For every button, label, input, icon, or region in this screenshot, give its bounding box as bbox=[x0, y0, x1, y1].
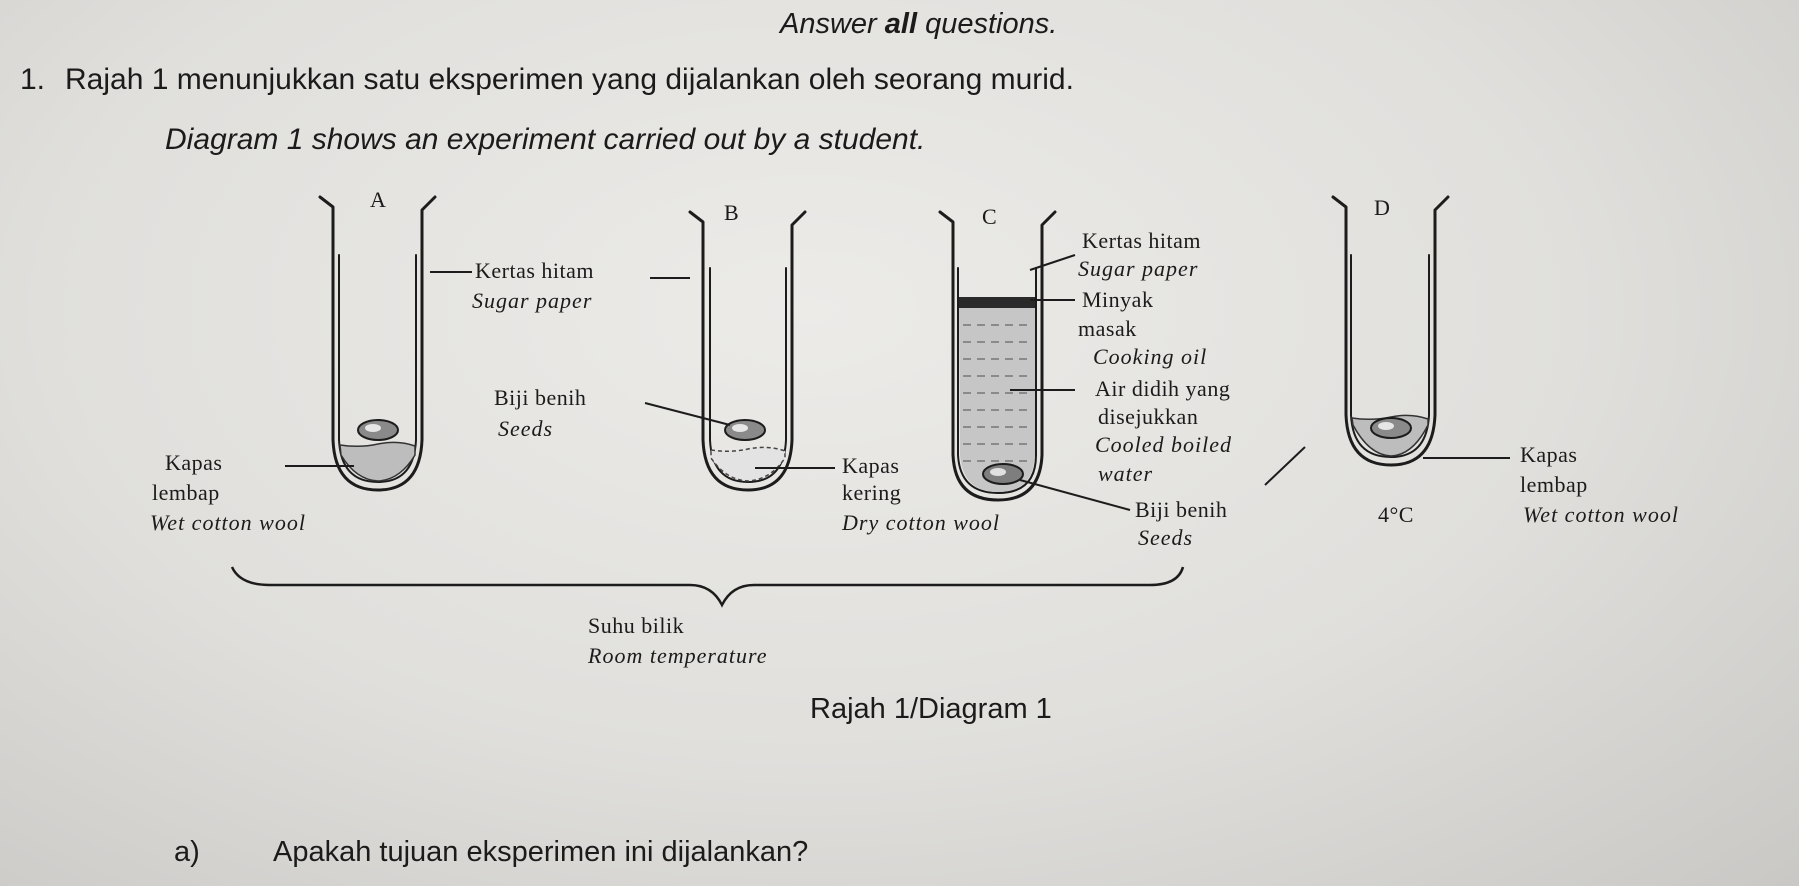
c-water-label-en-2: water bbox=[1098, 461, 1154, 486]
instruction-prefix: Answer bbox=[780, 8, 885, 40]
b-cotton-label-my-2: kering bbox=[842, 480, 902, 505]
a-cotton-label-my-1: Kapas bbox=[165, 450, 223, 475]
b-cotton-label-en: Dry cotton wool bbox=[842, 510, 1000, 535]
room-temp-label-en: Room temperature bbox=[588, 643, 768, 668]
c-seeds-label-my: Biji benih bbox=[1135, 497, 1228, 522]
c-water-label-my-2: disejukkan bbox=[1098, 404, 1199, 429]
diagram-caption: Rajah 1/Diagram 1 bbox=[810, 693, 1052, 725]
instruction-suffix: questions. bbox=[917, 8, 1058, 40]
room-temperature-brace bbox=[230, 566, 1185, 608]
a-cotton-label-en: Wet cotton wool bbox=[150, 510, 306, 535]
c-seeds-label-en: Seeds bbox=[1138, 525, 1194, 550]
question-number: 1. bbox=[20, 63, 46, 96]
instruction-bold: all bbox=[884, 8, 918, 40]
d-cotton-label-en: Wet cotton wool bbox=[1523, 502, 1679, 527]
d-cotton-label-my-1: Kapas bbox=[1520, 442, 1578, 467]
c-oil-label-my-2: masak bbox=[1078, 316, 1137, 341]
a-paper-label-en: Sugar paper bbox=[472, 288, 593, 313]
instruction-heading: Answer all questions. bbox=[780, 8, 1057, 41]
question-text-english: Diagram 1 shows an experiment carried ou… bbox=[165, 123, 926, 156]
tube-contents bbox=[339, 297, 1429, 492]
question-text-malay: Rajah 1 menunjukkan satu eksperimen yang… bbox=[65, 63, 1074, 96]
tube-label-a: A bbox=[370, 187, 386, 212]
b-cotton-label-my-1: Kapas bbox=[842, 453, 900, 478]
c-oil-label-my-1: Minyak bbox=[1082, 287, 1154, 312]
d-cotton-label-my-2: lembap bbox=[1520, 472, 1588, 497]
c-water-label-en-1: Cooled boiled bbox=[1095, 432, 1233, 457]
a-seeds-label-en: Seeds bbox=[498, 416, 554, 441]
c-paper-label-my: Kertas hitam bbox=[1082, 228, 1202, 253]
tube-label-c: C bbox=[982, 204, 997, 229]
c-water-label-my-1: Air didih yang bbox=[1095, 376, 1231, 401]
d-temperature-label: 4°C bbox=[1378, 502, 1414, 527]
a-seeds-label-my: Biji benih bbox=[494, 385, 587, 410]
room-temp-label-my: Suhu bilik bbox=[588, 613, 685, 638]
part-a-letter: a) bbox=[174, 836, 200, 868]
part-a-question: Apakah tujuan eksperimen ini dijalankan? bbox=[273, 836, 809, 868]
test-tube-b bbox=[688, 210, 807, 492]
tube-label-b: B bbox=[724, 200, 739, 225]
test-tube-d bbox=[1331, 195, 1450, 467]
c-oil-label-en: Cooking oil bbox=[1093, 344, 1208, 369]
tube-label-d: D bbox=[1374, 195, 1390, 220]
a-paper-label-my: Kertas hitam bbox=[475, 258, 595, 283]
a-cotton-label-my-2: lembap bbox=[152, 480, 220, 505]
test-tube-c bbox=[938, 210, 1057, 502]
c-paper-label-en: Sugar paper bbox=[1078, 256, 1199, 281]
